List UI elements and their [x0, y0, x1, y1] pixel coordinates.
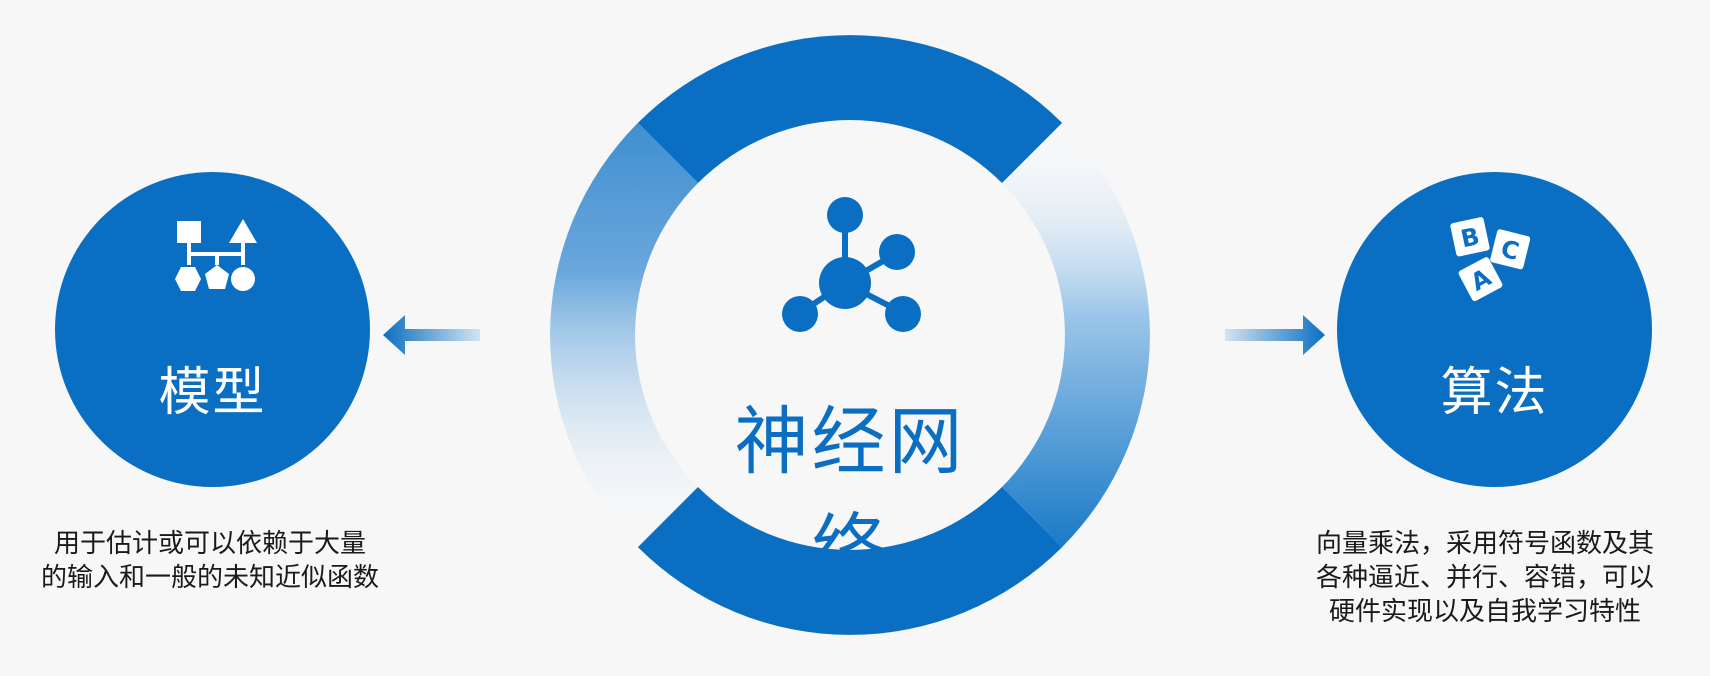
arrow-left-icon — [383, 315, 480, 355]
shapes-flowchart-icon — [175, 219, 257, 291]
algorithm-description-line: 向量乘法，采用符号函数及其 — [1315, 529, 1654, 559]
svg-text:C: C — [1498, 235, 1522, 266]
ring-segment-top — [637, 35, 1063, 183]
ring-inner-disc — [637, 122, 1063, 548]
model-description: 用于估计或可以依赖于大量 的输入和一般的未知近似函数 — [10, 527, 410, 595]
algorithm-description-line: 各种逼近、并行、容错，可以 — [1315, 563, 1654, 593]
model-title: 模型 — [158, 363, 267, 423]
model-description-line: 用于估计或可以依赖于大量 — [53, 529, 366, 559]
ring-segment-left — [550, 122, 698, 548]
algorithm-circle: B C A 算法 — [1337, 172, 1652, 487]
algorithm-description: 向量乘法，采用符号函数及其 各种逼近、并行、容错，可以 硬件实现以及自我学习特性 — [1275, 527, 1695, 629]
center-title: 神经网络 — [734, 399, 966, 592]
algorithm-title: 算法 — [1440, 363, 1549, 423]
molecule-network-icon — [782, 197, 921, 332]
ring-segment-bottom — [637, 487, 1063, 635]
ring-segment-right — [1002, 122, 1150, 548]
model-description-line: 的输入和一般的未知近似函数 — [40, 563, 379, 593]
algorithm-description-line: 硬件实现以及自我学习特性 — [1328, 597, 1641, 627]
arrow-right-icon — [1225, 315, 1325, 355]
svg-text:B: B — [1458, 222, 1482, 253]
model-circle: 模型 — [55, 172, 370, 487]
abc-blocks-icon: B C A — [1450, 217, 1531, 302]
